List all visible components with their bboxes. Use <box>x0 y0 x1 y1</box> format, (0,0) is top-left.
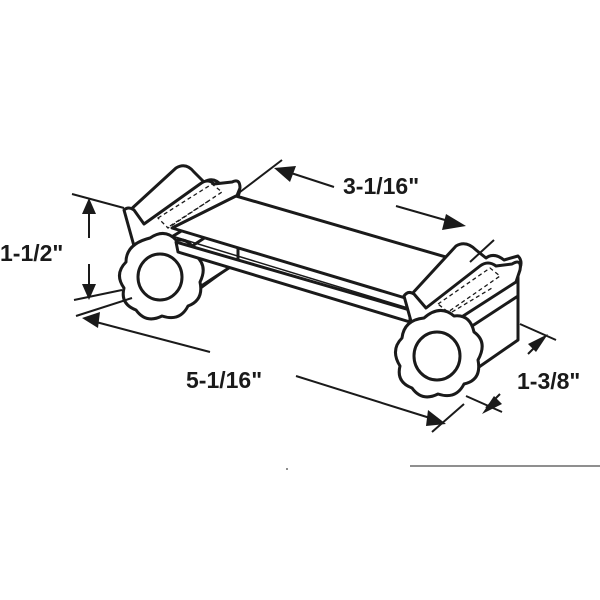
dimension-bar-length: 3-1/16" <box>239 159 495 263</box>
overall-length-label: 5-1/16" <box>186 367 262 393</box>
height-label: 1-1/2" <box>0 240 63 266</box>
right-wheel-hub <box>412 330 462 382</box>
small-dot <box>286 468 288 470</box>
dimension-height: 1-1/2" <box>0 193 125 301</box>
dimension-width: 1-3/8" <box>465 323 580 414</box>
dimension-overall-length: 5-1/16" <box>75 297 465 433</box>
bar-length-label: 3-1/16" <box>343 173 419 199</box>
left-wheel-hub <box>136 252 184 302</box>
connecting-bar <box>170 194 472 324</box>
width-label: 1-3/8" <box>517 368 580 394</box>
right-roller-housing <box>394 242 523 399</box>
